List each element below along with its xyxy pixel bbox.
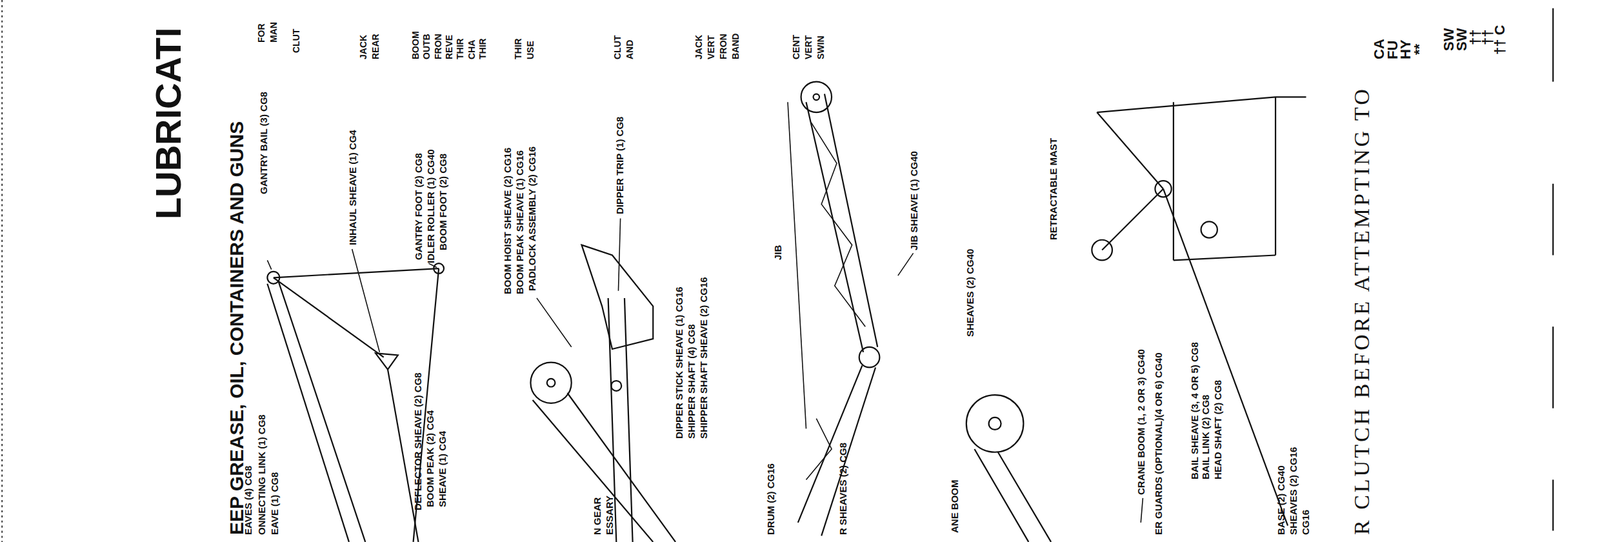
part-label: CA: [1372, 38, 1387, 60]
part-label: FRON: [718, 33, 728, 60]
part-label: SW: [1454, 28, 1470, 51]
part-label: HY: [1398, 39, 1413, 60]
part-label: GANTRY FOOT (2) CG8: [413, 152, 424, 260]
part-label: ESSARY: [604, 495, 615, 535]
part-label: JIB SHEAVE (1) CG40: [908, 150, 919, 251]
part-label: †† C: [1492, 25, 1508, 55]
part-label: THIR: [513, 38, 523, 60]
part-label: REVE: [444, 34, 454, 60]
part-label: SHIPPER SHAFT SHEAVE (2) CG16: [698, 276, 708, 439]
part-label: SHEAVES (2) CG16: [1287, 446, 1298, 535]
part-label: VERT: [803, 34, 813, 59]
warning-text: R CLUTCH BEFORE ATTEMPTING TO: [1350, 86, 1373, 535]
part-label: SW: [1441, 28, 1457, 51]
part-label: JIB: [772, 245, 783, 260]
part-label: DIPPER TRIP (1) CG8: [614, 116, 625, 215]
part-label: EAVES (4) CG8: [243, 465, 253, 535]
part-label: GANTRY BAIL (3) CG8: [258, 91, 269, 195]
chart-title: LUBRICATI: [150, 27, 187, 220]
part-label: THIR: [455, 38, 465, 60]
part-label: MAN: [269, 22, 279, 44]
part-label: ER GUARDS (OPTIONAL)(4 OR 6) CG40: [1153, 352, 1164, 535]
part-label: VERT: [706, 34, 716, 59]
part-label: SHIPPER SHAFT (4) CG8: [685, 324, 696, 440]
part-label: CENT: [791, 34, 801, 60]
part-label: BAIL LINK (2) CG8: [1200, 394, 1210, 480]
part-label: BOOM: [410, 30, 420, 60]
part-label: USE: [525, 40, 535, 60]
part-label: BOOM HOIST SHEAVE (2) CG16: [502, 147, 513, 294]
part-label: IDLER ROLLER (1) CG40: [425, 149, 436, 264]
part-label: **: [1412, 43, 1427, 55]
part-label: REAR: [370, 33, 380, 60]
part-label: THIR: [478, 38, 488, 60]
part-label: ONNECTING LINK (1) CG8: [256, 414, 266, 535]
part-label: SHEAVE (1) CG4: [436, 430, 447, 508]
part-label: CLUT: [612, 34, 622, 59]
part-label: RETRACTABLE MAST: [1048, 138, 1059, 240]
part-label: CHA: [467, 39, 477, 59]
part-label: BOOM PEAK SHEAVE (1) CG16: [514, 149, 525, 294]
part-label: EAVE (1) CG8: [269, 472, 280, 535]
part-label: CLUT: [291, 29, 301, 53]
part-label: OUTB: [421, 33, 431, 60]
part-label: BAND: [730, 32, 740, 59]
part-label: SWIN: [816, 35, 826, 60]
part-label: DEFLECTOR SHEAVE (2) CG8: [412, 372, 422, 511]
part-label: BOOM FOOT (2) CG8: [438, 153, 448, 251]
part-label: JACK: [694, 34, 704, 60]
part-label: DIPPER STICK SHEAVE (1) CG16: [673, 286, 684, 439]
part-label: R SHEAVES (2) CG8: [838, 442, 848, 535]
part-label: BASE (2) CG40: [1275, 465, 1286, 535]
part-label: CG16: [1300, 509, 1310, 535]
part-label: FOR: [256, 23, 266, 44]
part-label: HEAD SHAFT (2) CG8: [1212, 380, 1222, 480]
part-label: DRUM (2) CG16: [765, 463, 776, 535]
part-label: CRANE BOOM (1, 2 OR 3) CG40: [1136, 349, 1146, 495]
part-label: AND: [625, 39, 635, 59]
part-label: FRON: [433, 33, 443, 60]
part-label: BOOM PEAK (2) CG4: [424, 410, 435, 508]
part-label: ANE BOOM: [949, 479, 959, 533]
part-label: INHAUL SHEAVE (1) CG4: [347, 129, 357, 246]
part-label: FU: [1385, 40, 1400, 59]
part-label: N GEAR: [592, 496, 602, 535]
part-label: BAIL SHEAVE (3, 4 OR 5) CG8: [1189, 342, 1199, 480]
part-label: SHEAVES (2) CG40: [964, 249, 975, 337]
part-label: PADLOCK ASSEMBLY (2) CG16: [527, 146, 537, 291]
part-label: JACK: [358, 34, 368, 60]
